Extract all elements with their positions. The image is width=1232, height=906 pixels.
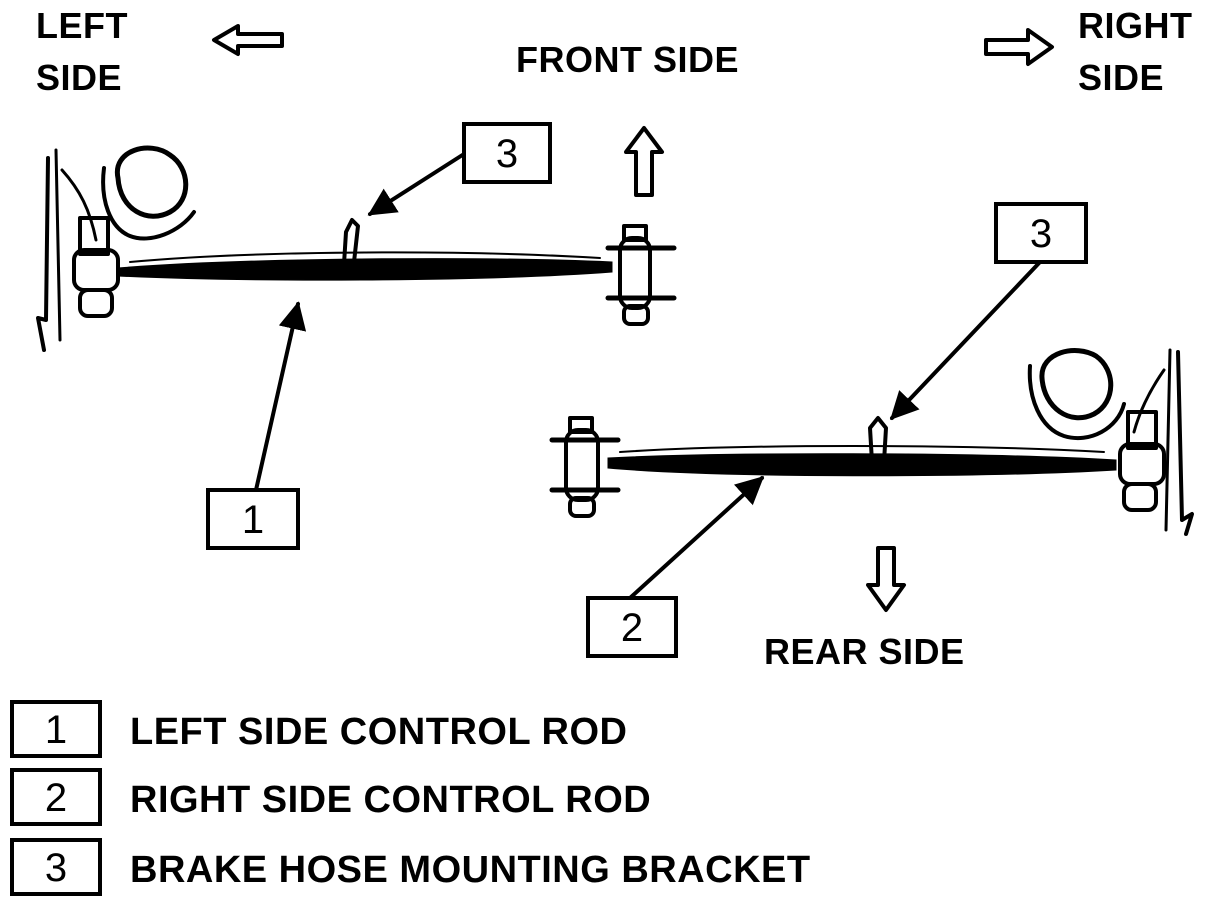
left-inner-cap: [622, 224, 648, 242]
right-arrow-icon: [984, 28, 1054, 66]
right-inner-nut: [568, 496, 596, 518]
left-frame-outline: [36, 156, 50, 352]
left-brake-hose-icon: [114, 145, 189, 219]
left-outer-nut: [78, 288, 114, 318]
callout-number-1: 1: [242, 498, 264, 542]
right-brake-hose-icon: [1039, 348, 1114, 421]
legend-number-2: 2: [45, 776, 67, 820]
leader-line-1: [254, 301, 307, 492]
front-arrow-icon: [624, 126, 664, 197]
right-side-label-line2: SIDE: [1078, 57, 1164, 98]
left-hose-outer: [101, 166, 196, 241]
callout-number-2: 2: [621, 606, 643, 650]
left-side-label-line2: SIDE: [36, 57, 122, 98]
callout-box-3-right: [994, 202, 1088, 264]
left-inner-nut: [622, 304, 650, 326]
leader-line-3-left: [367, 152, 466, 216]
legend-number-3: 3: [45, 846, 67, 890]
legend-box-2: [10, 768, 102, 826]
right-hose-outer: [1027, 364, 1126, 441]
right-knuckle-lines: [1132, 348, 1172, 532]
callout-number-3-left: 3: [496, 132, 518, 176]
legend-box-1: [10, 700, 102, 758]
left-brake-hose-bracket: [342, 218, 360, 266]
callout-box-2: [586, 596, 678, 658]
leader-line-3-right: [890, 260, 1042, 421]
right-side-label-line1: RIGHT: [1078, 5, 1193, 46]
left-rod-highlight: [129, 251, 601, 263]
right-outer-nut: [1122, 482, 1158, 512]
legend-number-1: 1: [45, 708, 67, 752]
rear-arrow-icon: [866, 546, 906, 612]
legend-box-3: [10, 838, 102, 896]
leader-line-2: [628, 476, 765, 600]
right-inner-cap: [568, 416, 594, 434]
left-side-assembly: [36, 145, 677, 352]
right-frame-outline: [1176, 350, 1194, 536]
callout-number-3-right: 3: [1030, 212, 1052, 256]
callout-box-1: [206, 488, 300, 550]
front-side-label: FRONT SIDE: [516, 39, 739, 80]
right-side-control-rod: [607, 453, 1117, 477]
legend: 1 LEFT SIDE CONTROL ROD 2 RIGHT SIDE CON…: [10, 700, 811, 896]
legend-text-3: BRAKE HOSE MOUNTING BRACKET: [130, 849, 811, 891]
legend-text-1: LEFT SIDE CONTROL ROD: [130, 711, 627, 753]
left-knuckle-lines: [54, 148, 98, 342]
legend-text-2: RIGHT SIDE CONTROL ROD: [130, 779, 651, 821]
right-rod-highlight: [619, 445, 1105, 453]
left-outer-bushing-top: [78, 216, 110, 256]
right-brake-hose-bracket: [868, 416, 888, 464]
left-side-label-line1: LEFT: [36, 5, 128, 46]
rear-side-label: REAR SIDE: [764, 631, 965, 672]
right-side-assembly: [549, 348, 1194, 536]
left-arrow-icon: [212, 24, 284, 56]
left-side-control-rod: [117, 258, 613, 281]
callout-box-3-left: [462, 122, 552, 184]
